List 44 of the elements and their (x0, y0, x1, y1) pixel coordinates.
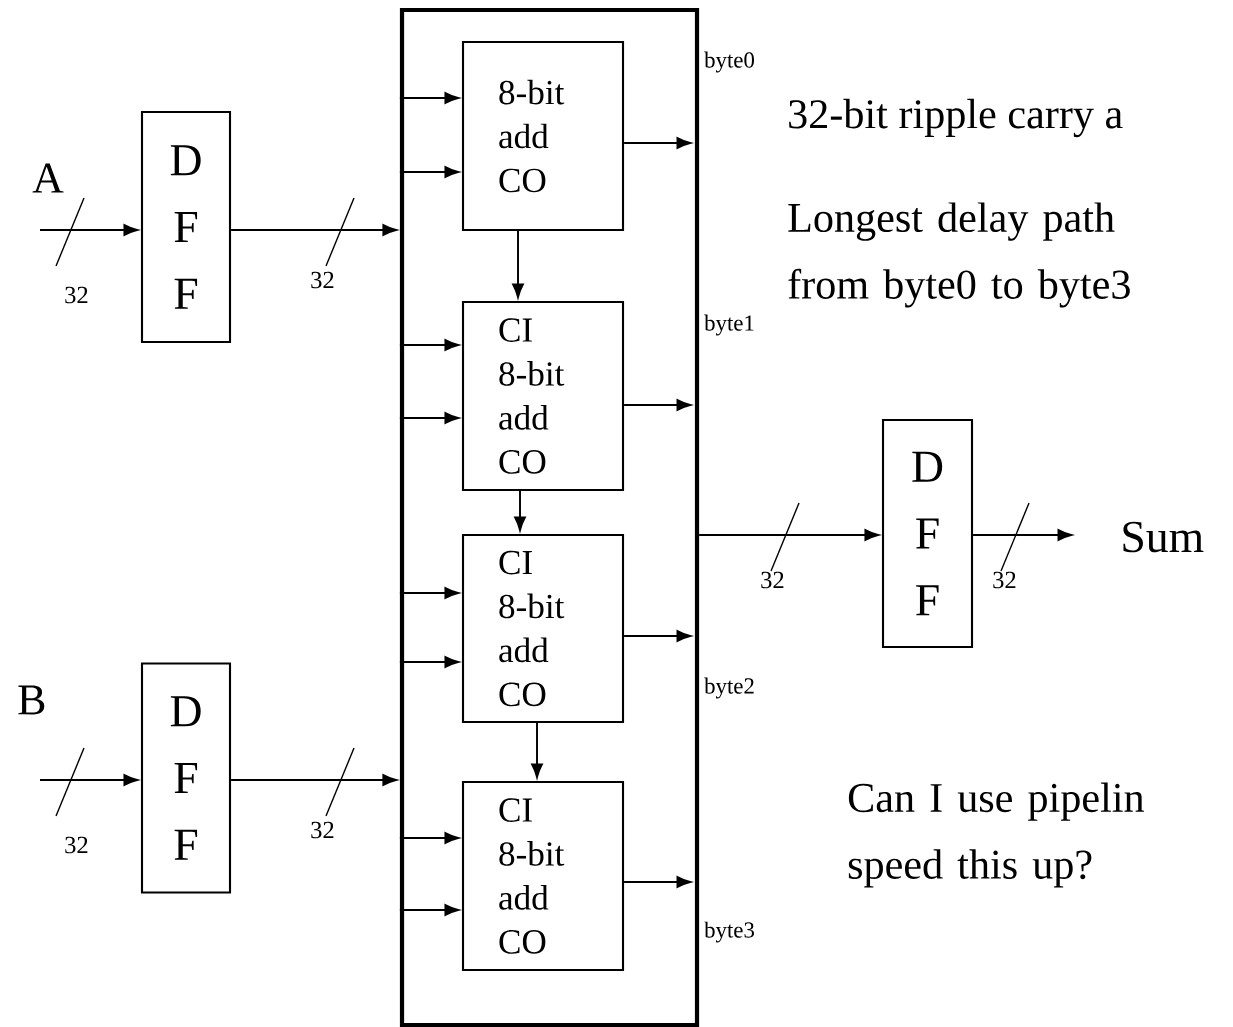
arrow (512, 230, 524, 298)
arrow (398, 904, 459, 916)
arrow (531, 722, 543, 778)
arrow (698, 529, 879, 541)
flip-flop-box: D F F (140, 110, 232, 344)
annotation-text: 32-bit ripple carry a (789, 98, 1123, 138)
arrow (398, 339, 459, 351)
bus-width: 32 (311, 271, 334, 289)
output-label: Sum (1123, 521, 1204, 553)
flip-flop-box: D F F (140, 662, 232, 894)
byte-label: byte1 (704, 314, 754, 336)
bus-width: 32 (65, 286, 88, 304)
arrow (230, 774, 397, 786)
arrow (623, 137, 691, 149)
arrow (972, 529, 1072, 541)
signal-name: A (32, 163, 64, 193)
byte-label: byte3 (704, 921, 754, 943)
flip-flop-box: D F F (881, 418, 974, 649)
arrow (39, 774, 138, 786)
adder-box: CI 8-bit add CO (461, 300, 625, 492)
arrow (398, 412, 459, 424)
arrow (398, 587, 459, 599)
arrow (39, 224, 138, 236)
arrow (623, 399, 691, 411)
byte-label: byte0 (704, 51, 754, 73)
arrow (398, 656, 459, 668)
arrow (398, 92, 459, 104)
arrow (623, 630, 691, 642)
arrow (623, 876, 691, 888)
bus-width: 32 (761, 571, 784, 589)
adder-box: CI 8-bit add CO (461, 533, 625, 724)
adder-box: 8-bit add CO (461, 40, 625, 232)
byte-label: byte2 (704, 677, 754, 699)
annotation-text: Longest delay path from byte0 to byte3 (788, 202, 1130, 308)
arrow (230, 224, 397, 236)
annotation-text: Can I use pipelin speed this up? (848, 782, 1144, 888)
signal-name: B (18, 685, 45, 715)
adder-container-box (399, 7, 700, 1027)
arrow (514, 490, 526, 531)
adder-box: CI 8-bit add CO (461, 780, 625, 972)
bus-width: 32 (65, 836, 88, 854)
bus-width: 32 (311, 821, 334, 839)
arrow (398, 166, 459, 178)
arrow (398, 832, 459, 844)
